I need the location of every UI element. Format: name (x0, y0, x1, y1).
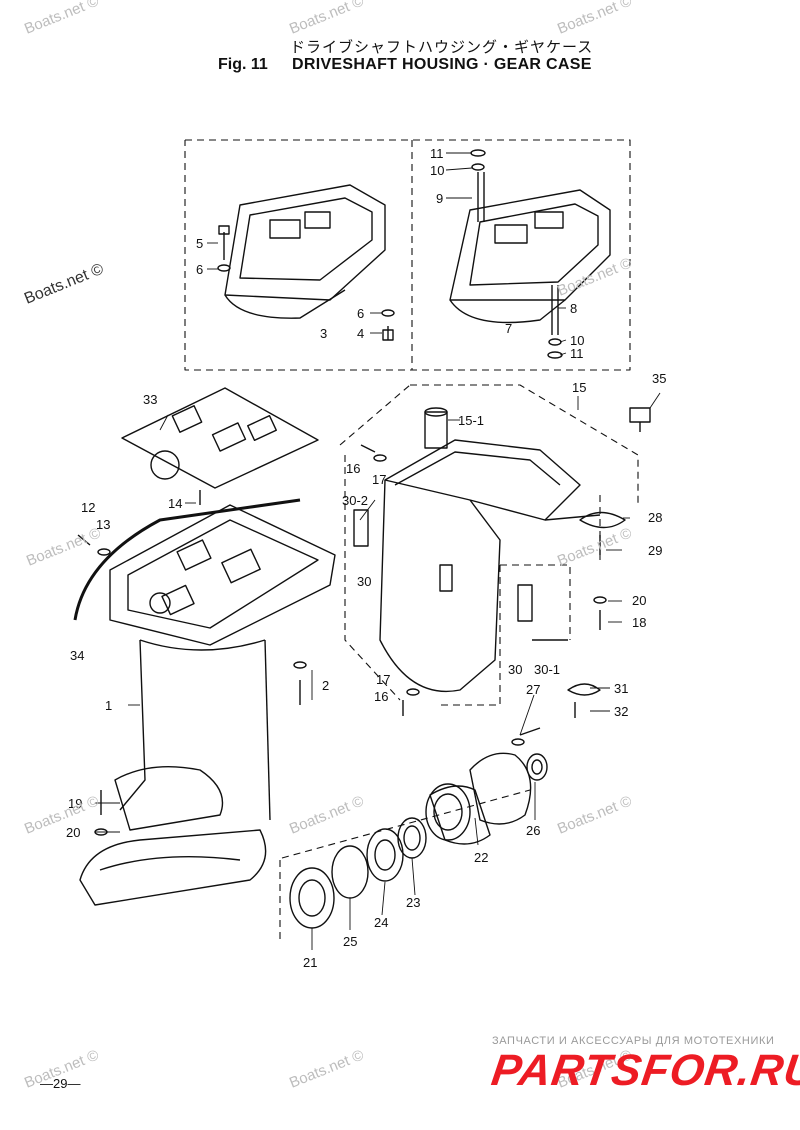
o-ring-25 (331, 845, 369, 899)
callout-16: 16 (374, 689, 388, 704)
callout-25: 25 (343, 934, 357, 949)
shop-logo: PARTSFOR.RU (488, 1046, 800, 1095)
upper-group-frame (184, 139, 631, 371)
callout-23: 23 (406, 895, 420, 910)
callout-31: 31 (614, 681, 628, 696)
callout-24: 24 (374, 915, 388, 930)
page-number: —29— (40, 1076, 81, 1091)
japanese-title: ドライブシャフトハウジング・ギヤケース (290, 38, 594, 56)
callout-4: 4 (357, 326, 364, 341)
figure-number: Fig. 11 (218, 56, 268, 73)
callout-3: 3 (320, 326, 327, 341)
callout-34: 34 (70, 648, 84, 663)
shop-tagline: ЗАПЧАСТИ И АКСЕССУАРЫ ДЛЯ МОТОТЕХНИКИ (492, 1035, 775, 1047)
callout-8: 8 (570, 301, 577, 316)
driveshaft-housing-1 (79, 504, 336, 906)
callout-21: 21 (303, 955, 317, 970)
callout-10: 10 (570, 333, 584, 348)
callout-10: 10 (430, 163, 444, 178)
callout-7: 7 (505, 321, 512, 336)
callout-26: 26 (526, 823, 540, 838)
callout-5: 5 (196, 236, 203, 251)
bearing-24 (366, 828, 404, 882)
callout-30: 30 (357, 574, 371, 589)
callout-19: 19 (68, 796, 82, 811)
callout-1: 1 (105, 698, 112, 713)
callout-30-1: 30-1 (534, 662, 560, 677)
callout-11: 11 (430, 146, 444, 161)
callout-30-2: 30-2 (342, 493, 368, 508)
callout-6: 6 (196, 262, 203, 277)
callout-12: 12 (81, 500, 95, 515)
callout-15-1: 15-1 (458, 413, 484, 428)
bearing-housing-22 (425, 752, 532, 845)
callout-15: 15 (572, 380, 586, 395)
callout-18: 18 (632, 615, 646, 630)
callout-33: 33 (143, 392, 157, 407)
leader-lines (95, 152, 661, 950)
water-tube-34 (73, 498, 301, 621)
callout-16: 16 (346, 461, 360, 476)
callout-17: 17 (376, 672, 390, 687)
callout-22: 22 (474, 850, 488, 865)
callout-30: 30 (508, 662, 522, 677)
seal-26 (526, 753, 548, 781)
callout-35: 35 (652, 371, 666, 386)
upper-fasteners (217, 149, 563, 359)
callout-13: 13 (96, 517, 110, 532)
callout-20: 20 (632, 593, 646, 608)
callout-2: 2 (322, 678, 329, 693)
callout-6: 6 (357, 306, 364, 321)
small-fasteners (77, 407, 651, 836)
callout-28: 28 (648, 510, 662, 525)
callout-14: 14 (168, 496, 182, 511)
lower-group-frame (279, 789, 531, 940)
gasket-33 (121, 387, 319, 489)
diagram-title: DRIVESHAFT HOUSING · GEAR CASE (292, 56, 592, 73)
callout-17: 17 (372, 472, 386, 487)
gear-case-15 (379, 407, 601, 693)
callout-27: 27 (526, 682, 540, 697)
callout-29: 29 (648, 543, 662, 558)
upper-housing-3 (224, 184, 386, 319)
callout-20: 20 (66, 825, 80, 840)
callout-32: 32 (614, 704, 628, 719)
callout-11: 11 (570, 346, 584, 361)
bearing-21 (289, 867, 335, 929)
upper-housing-7 (449, 189, 611, 324)
callout-9: 9 (436, 191, 443, 206)
